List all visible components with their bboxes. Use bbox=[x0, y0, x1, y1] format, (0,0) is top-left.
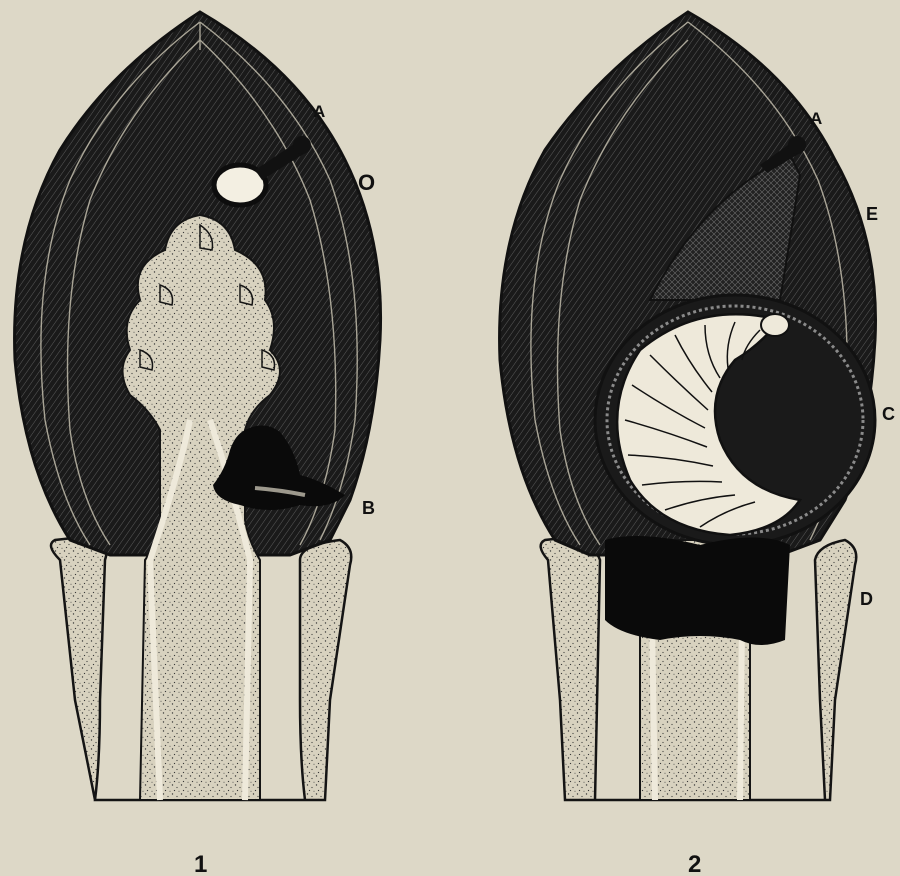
fig2-label-e: E bbox=[866, 204, 878, 224]
fig2-label-d: D bbox=[860, 589, 873, 609]
fig1-number: 1 bbox=[194, 851, 207, 876]
fig2-number: 2 bbox=[688, 851, 701, 876]
fig1-label-b: B bbox=[362, 498, 375, 518]
fig1-label-a: A bbox=[313, 102, 325, 121]
fig2-label-c: C bbox=[882, 404, 895, 424]
frass bbox=[605, 536, 790, 645]
fig2-label-a: A bbox=[810, 109, 822, 128]
figure-1 bbox=[15, 12, 381, 800]
fig1-label-o: O bbox=[358, 170, 375, 195]
figure-2 bbox=[500, 12, 876, 800]
